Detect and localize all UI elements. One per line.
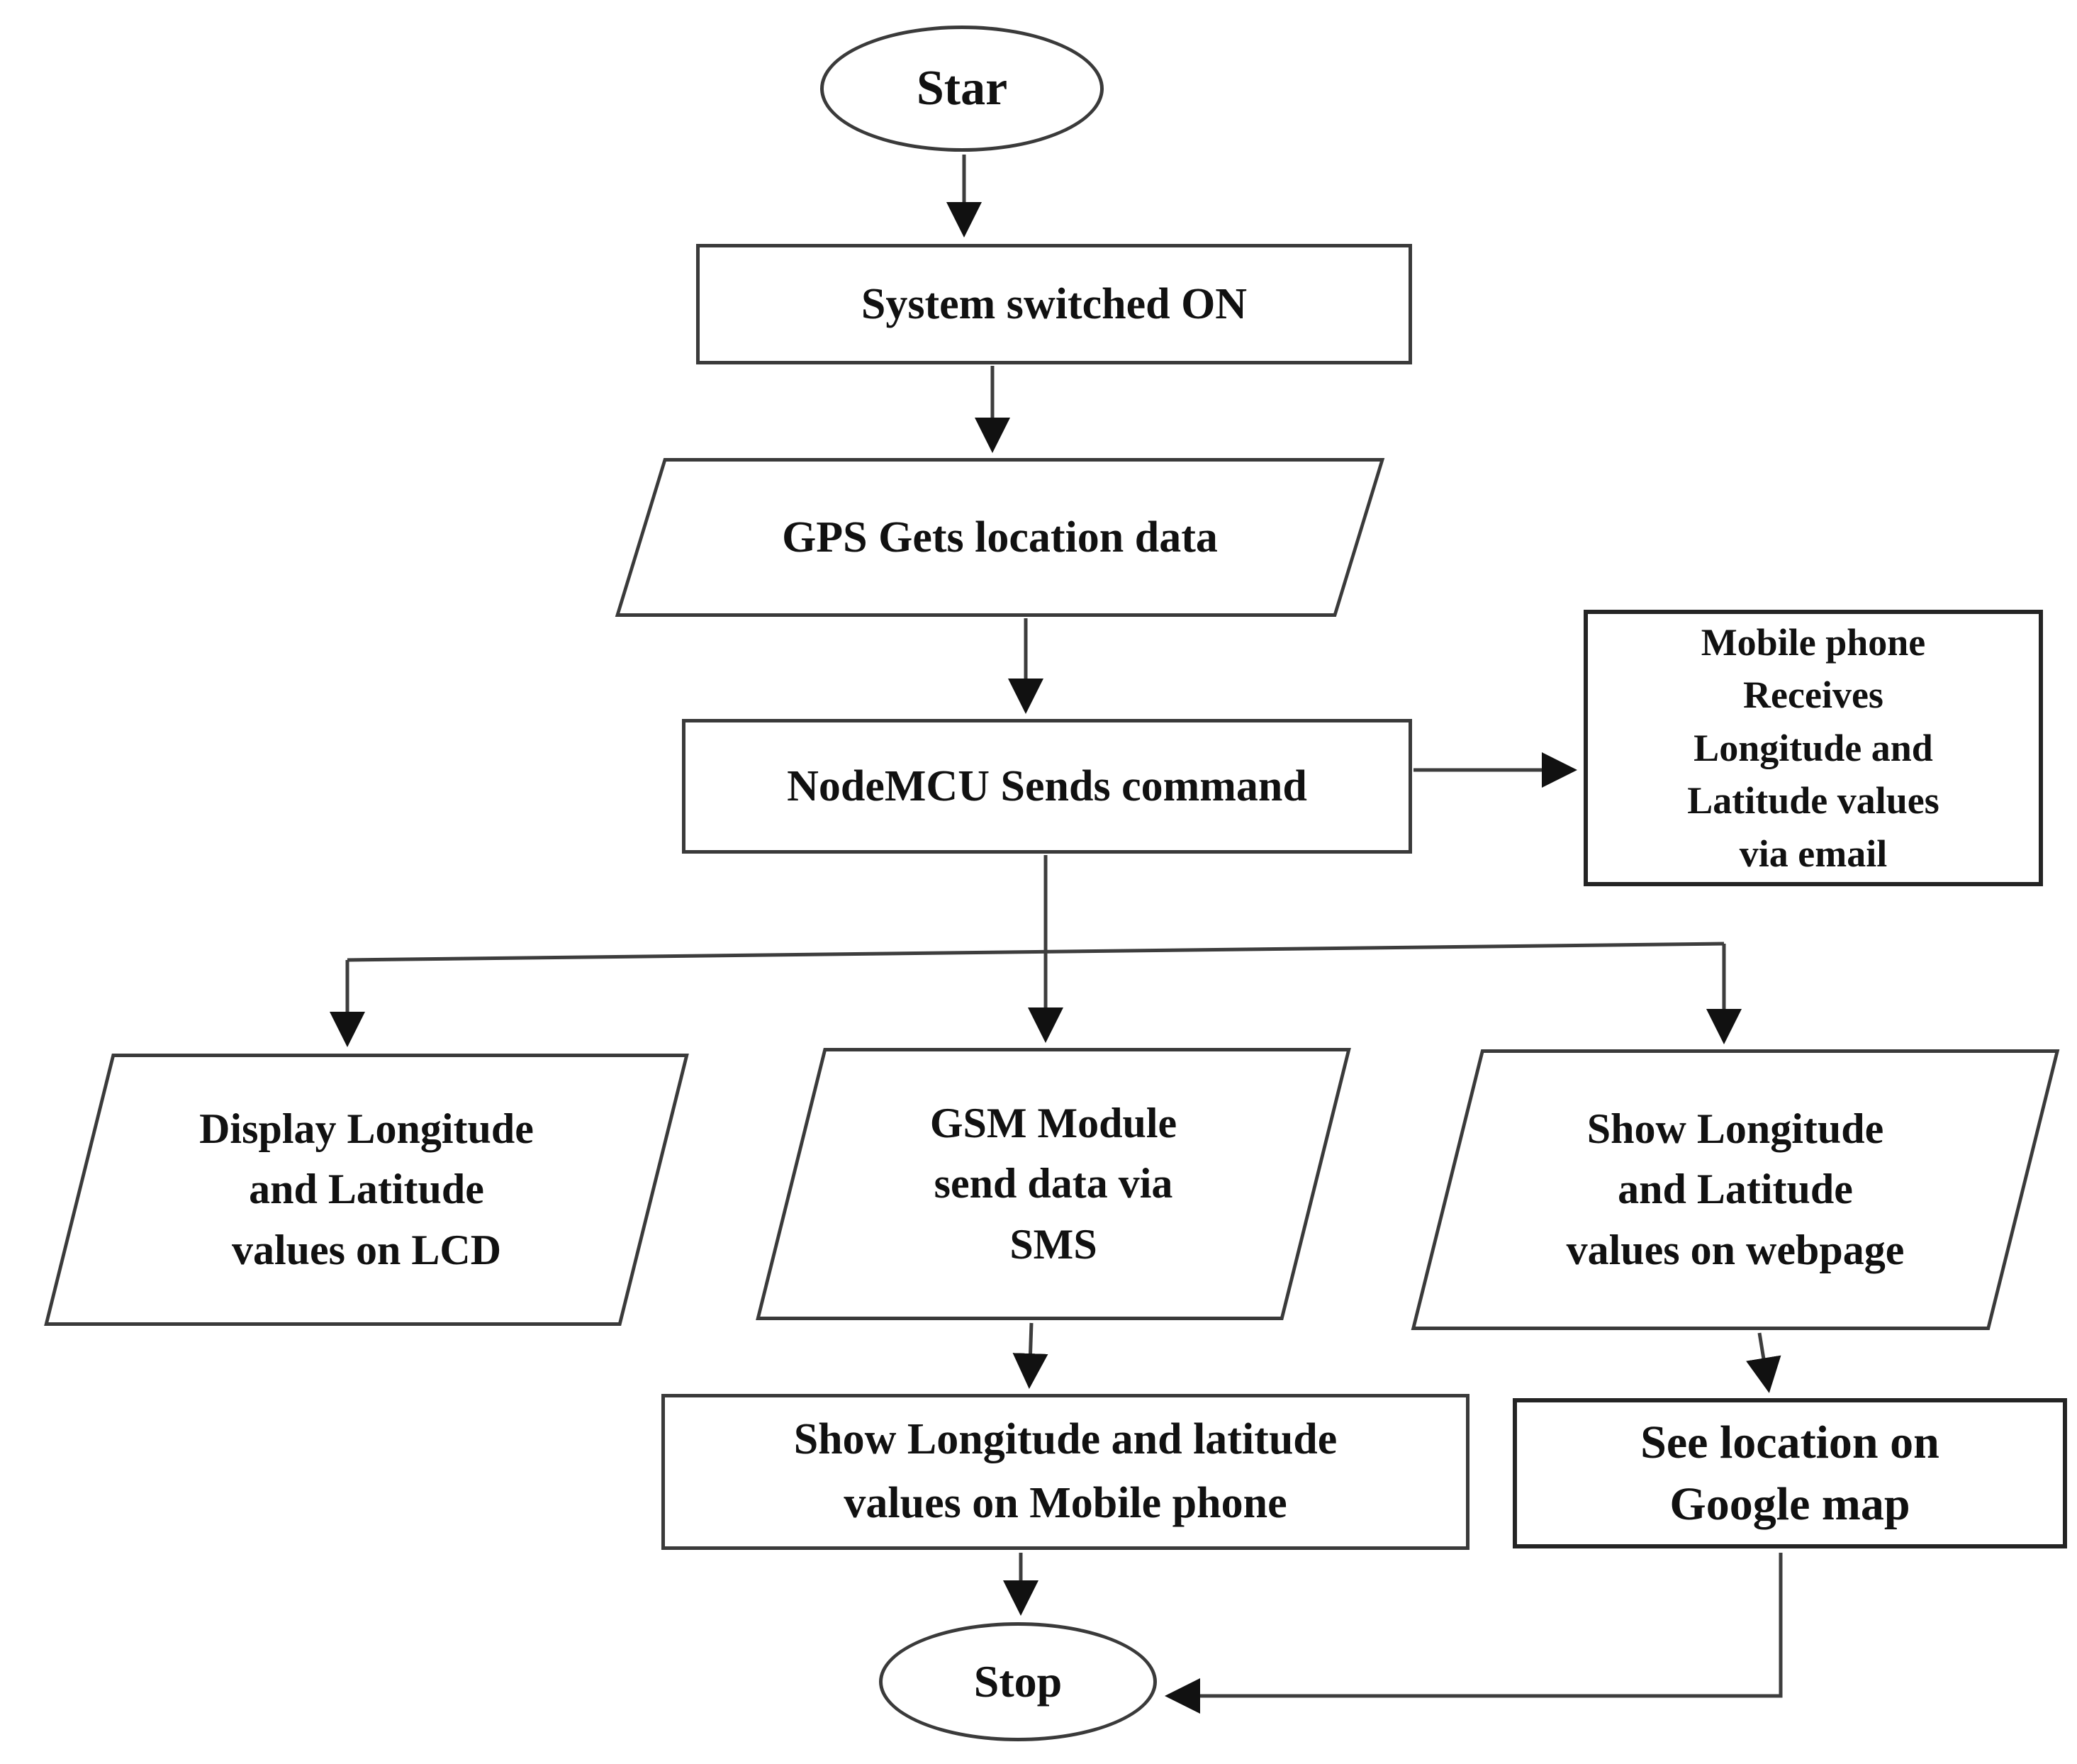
flowchart-node-google-map: See location on Google map bbox=[1513, 1398, 2067, 1548]
gps-label: GPS Gets location data bbox=[782, 513, 1218, 562]
flowchart-node-gsm-sms: GSM Module send data via SMS bbox=[753, 1048, 1354, 1320]
lcd-label: Display Longitude and Latitude values on… bbox=[199, 1105, 534, 1273]
arrow-gsm-to-sms bbox=[1012, 1322, 1048, 1389]
webpage-label: Show Longitude and Latitude values on we… bbox=[1566, 1105, 1905, 1273]
sms-label: Show Longitude and latitude values on Mo… bbox=[793, 1415, 1338, 1527]
start-label: Star bbox=[916, 61, 1008, 116]
arrow-webpage-to-map bbox=[1746, 1332, 1781, 1393]
gsm-label: GSM Module send data via SMS bbox=[929, 1100, 1177, 1268]
flowchart-node-stop: Stop bbox=[879, 1622, 1157, 1741]
arrow-map-to-stop bbox=[1165, 1553, 1783, 1714]
flowchart-node-start: Star bbox=[820, 26, 1104, 152]
flowchart-node-show-mobile-phone: Show Longitude and latitude values on Mo… bbox=[661, 1394, 1469, 1550]
branch-line-horizontal bbox=[347, 942, 1725, 962]
map-label: See location on Google map bbox=[1640, 1416, 1939, 1530]
flowchart-node-show-webpage: Show Longitude and Latitude values on we… bbox=[1409, 1049, 2061, 1330]
system-label: System switched ON bbox=[861, 279, 1248, 328]
flowchart-node-display-lcd: Display Longitude and Latitude values on… bbox=[41, 1054, 692, 1326]
flowchart-node-system-switched-on: System switched ON bbox=[696, 244, 1412, 364]
flowchart-node-gps-location: GPS Gets location data bbox=[615, 458, 1385, 617]
stop-label: Stop bbox=[973, 1656, 1063, 1707]
flowchart-node-nodemcu-command: NodeMCU Sends command bbox=[682, 719, 1412, 854]
email-label: Mobile phone Receives Longitude and Lati… bbox=[1687, 620, 1939, 875]
flowchart-node-email-receive: Mobile phone Receives Longitude and Lati… bbox=[1584, 610, 2043, 886]
nodemcu-label: NodeMCU Sends command bbox=[787, 761, 1307, 810]
